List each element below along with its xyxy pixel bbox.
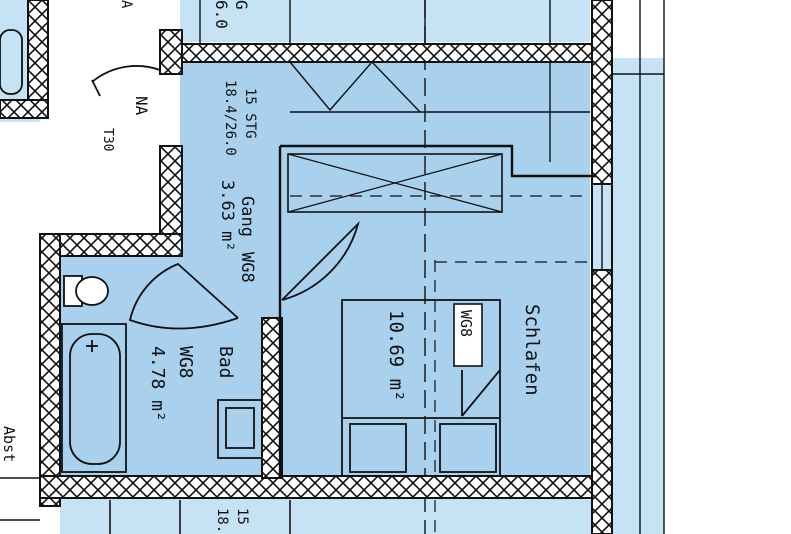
label-na: NA: [132, 96, 151, 116]
room-gang-name: Gang: [237, 196, 257, 237]
schlafen-tag-box: [453, 303, 483, 367]
wall-left: [39, 233, 61, 507]
door-schlafen: [281, 220, 360, 301]
room-gang-area: 3.63 m²: [217, 180, 237, 252]
room-bad-area: 4.78 m²: [147, 346, 168, 422]
bathtub-fixture: [61, 323, 127, 473]
wall-top-left-post: [159, 29, 183, 75]
doors: [91, 65, 360, 330]
room-schlafen-name: Schlafen: [521, 304, 543, 396]
bottom-fragments: [0, 477, 291, 534]
label-abst: Abst: [0, 426, 18, 462]
stair-opening: [278, 144, 596, 478]
label-top-left-a: A: [118, 0, 134, 9]
wall-top: [179, 43, 593, 63]
top-left-fixture: [0, 29, 23, 95]
right-terrace-strip: [612, 58, 664, 534]
room-bad-name: Bad: [215, 346, 236, 379]
door-top-left: [91, 65, 161, 83]
wall-bad-gang: [261, 317, 283, 479]
walls: [0, 0, 613, 534]
washbasin-fixture: [217, 399, 263, 459]
door-bad: [128, 262, 239, 330]
room-schlafen-tag: WG8: [457, 310, 475, 337]
label-stair-bottom: 15: [234, 508, 250, 525]
label-t30: T30: [100, 128, 115, 151]
room-schlafen-area: 10.69 m²: [385, 310, 407, 402]
wall-bad-top: [39, 233, 183, 257]
upper-stair-area: [290, 62, 590, 152]
top-light-strip: [180, 0, 590, 42]
wall-left-upper: [159, 145, 183, 235]
label-top-left-num: 6.0: [212, 0, 231, 29]
label-top-left-g: G: [232, 0, 251, 10]
room-bad-code: WG8: [175, 346, 196, 379]
wall-bottom: [39, 475, 593, 499]
toilet-fixture: [63, 275, 109, 307]
terrace-lines: [612, 0, 665, 534]
window-right: [591, 183, 613, 271]
wall-top-left-room-bottom: [0, 99, 49, 119]
label-stair-top-dims: 18.4/26.0: [222, 80, 238, 156]
label-stair-bottom-dims: 18.: [214, 508, 230, 533]
labels: A G 6.0 NA T30 15 STG 18.4/26.0 Gang 3.6…: [0, 0, 543, 533]
room-gang-code: WG8: [237, 252, 257, 283]
bed: [341, 299, 501, 477]
label-stair-top: 15 STG: [242, 88, 258, 139]
